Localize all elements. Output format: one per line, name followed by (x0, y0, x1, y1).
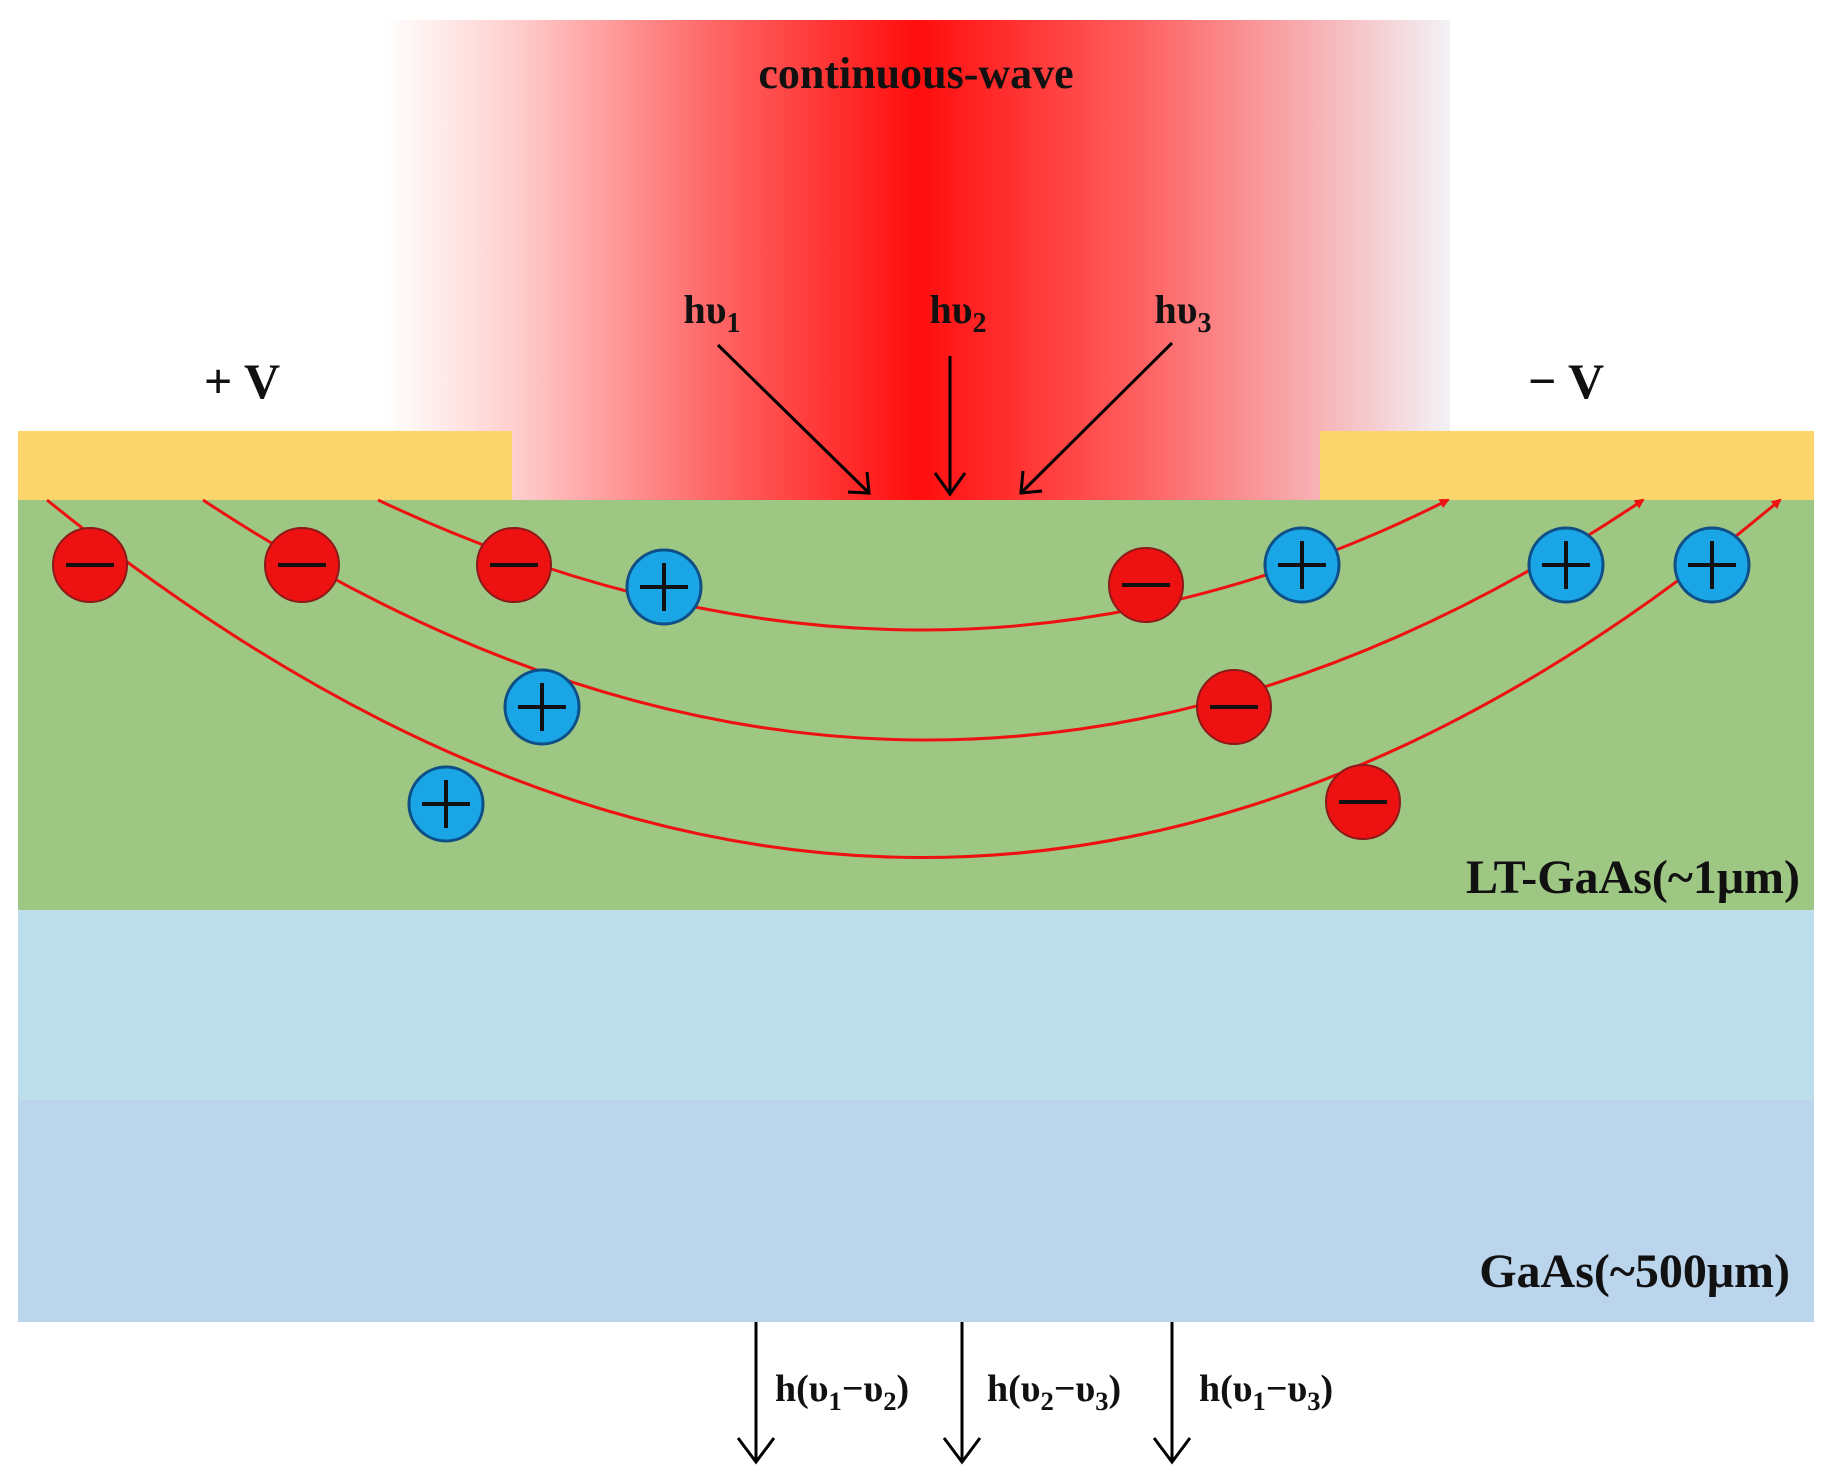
output-label-2: h(υ2−υ3) (987, 1368, 1121, 1416)
electron (264, 527, 340, 603)
hole (1263, 526, 1341, 604)
photon-label-2: hυ2 (929, 287, 986, 339)
photon-arrowhead-1 (847, 471, 871, 495)
left-electrode (18, 431, 512, 500)
photon-arrowhead-2 (933, 472, 967, 497)
beam-label: continuous-wave (758, 49, 1073, 98)
output-arrowhead-1 (736, 1437, 776, 1465)
photon-label-3: hυ3 (1154, 287, 1211, 339)
output-arrows (736, 1322, 1192, 1465)
output-label-1: h(υ1−υ2) (775, 1368, 909, 1416)
middle-band-layer (18, 910, 1814, 1100)
gaas-substrate-layer (18, 1100, 1814, 1322)
electron (52, 527, 128, 603)
hole (407, 765, 485, 843)
right-electrode-label: − V (1528, 353, 1604, 409)
trajectory-3 (46, 498, 1782, 859)
electron (476, 527, 552, 603)
lt-gaas-label: LT-GaAs(~1μm) (1466, 851, 1800, 904)
electron (1325, 764, 1401, 840)
hole (625, 548, 703, 626)
photon-arrow-1 (716, 343, 870, 494)
output-label-3: h(υ1−υ3) (1199, 1368, 1333, 1416)
left-electrode-label: + V (204, 353, 280, 409)
photon-arrowhead-3 (1019, 470, 1043, 495)
photon-arrow-3 (1020, 341, 1174, 494)
hole (1527, 526, 1605, 604)
photon-label-1: hυ1 (683, 287, 740, 339)
electron (1196, 669, 1272, 745)
photon-arrows (716, 341, 1174, 497)
hole (503, 668, 581, 746)
hole (1673, 526, 1751, 604)
holes (407, 526, 1751, 843)
electrons (52, 527, 1401, 840)
output-arrowhead-3 (1152, 1437, 1192, 1465)
electron (1108, 547, 1184, 623)
output-arrowhead-2 (942, 1437, 982, 1465)
laser-beam (385, 20, 1450, 500)
gaas-label: GaAs(~500μm) (1479, 1245, 1790, 1298)
right-electrode (1320, 431, 1814, 500)
trajectory-2 (202, 498, 1645, 742)
